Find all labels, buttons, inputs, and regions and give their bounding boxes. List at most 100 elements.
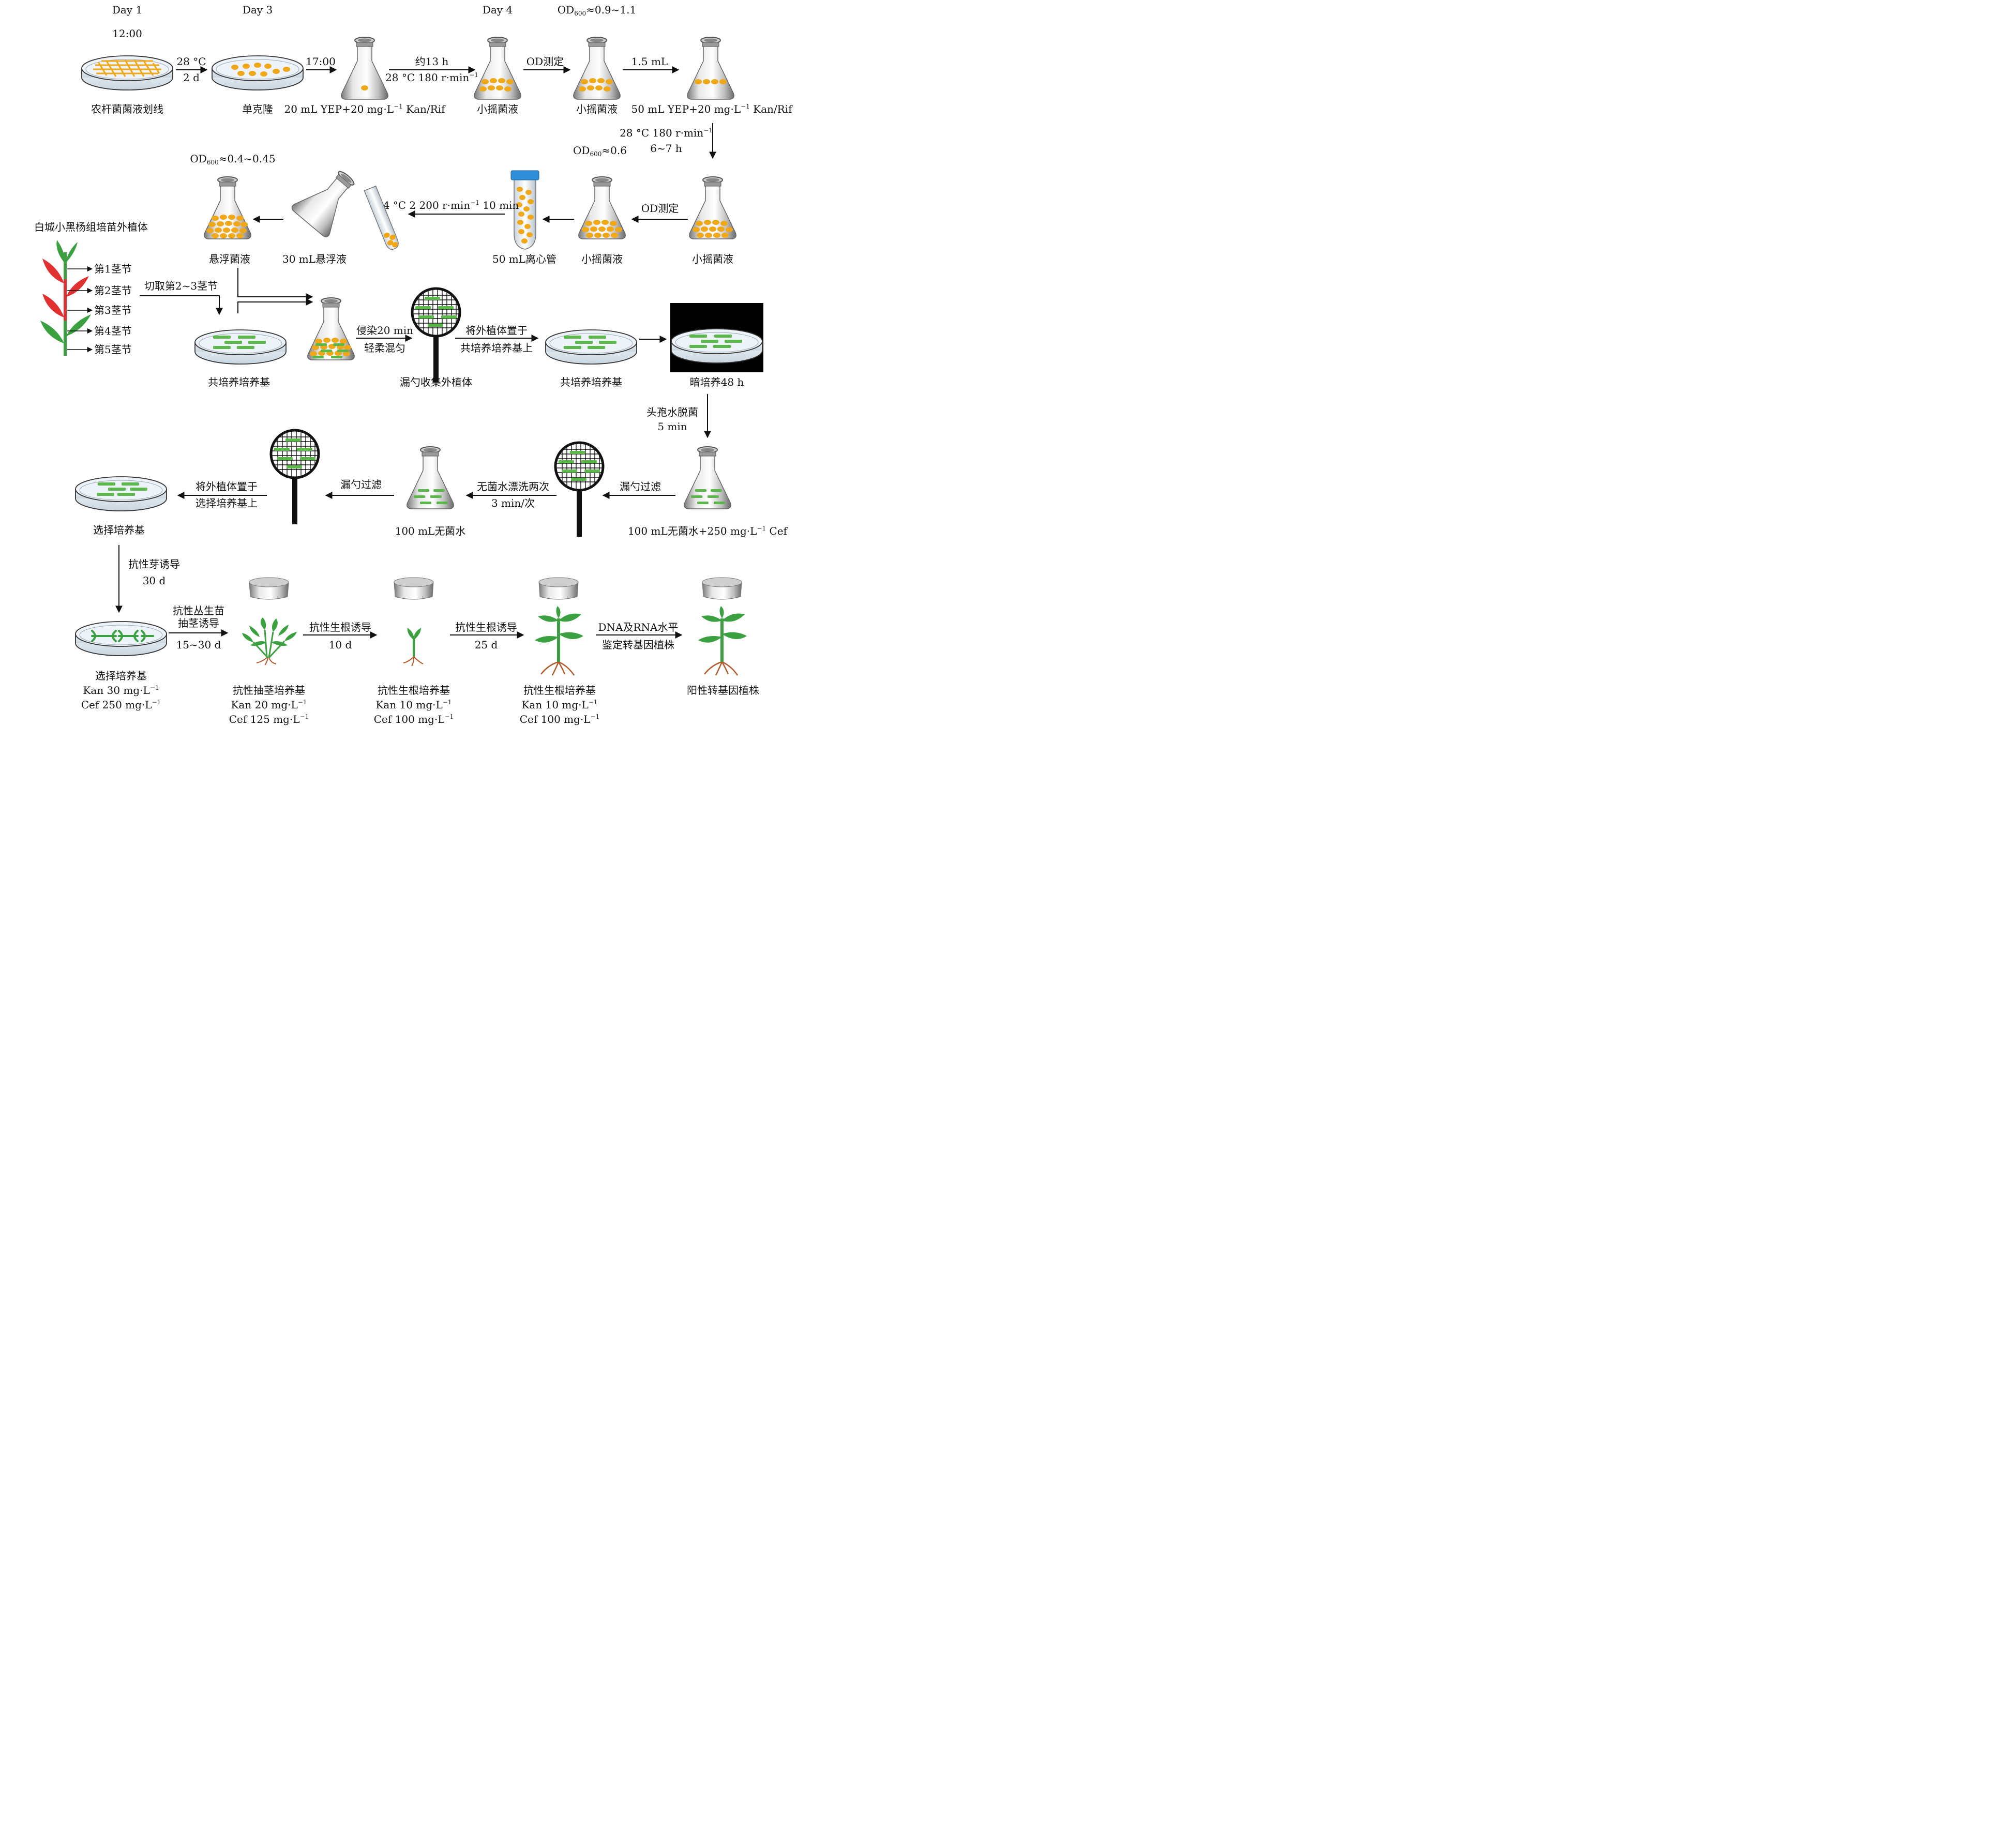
flask-infection — [307, 297, 355, 360]
small-culture-label-4: 小摇菌液 — [692, 253, 733, 265]
flask1-label: 20 mL YEP+20 mg·L−1 Kan/Rif — [284, 103, 446, 115]
spoon-filter-2 — [271, 430, 319, 524]
place-select-bottom: 选择培养基上 — [195, 497, 258, 509]
arrow1-duration: 2 d — [183, 71, 200, 84]
down-arrow-condition: 28 °C 180 r·min−1 — [620, 127, 713, 139]
root1-medium-kan: Kan 10 mg·L−1 — [375, 699, 452, 711]
single-colony-label: 单克隆 — [242, 103, 273, 115]
sel-medium-kan: Kan 30 mg·L−1 — [83, 684, 159, 697]
spoon-filter-1 — [555, 443, 603, 537]
flask4-label: 50 mL YEP+20 mg·L−1 Kan/Rif — [631, 103, 793, 115]
select-plate-2 — [75, 621, 167, 656]
od-measure-label-2: OD测定 — [641, 202, 679, 215]
plant-title: 白城小黑杨组培苗外植体 — [34, 221, 148, 233]
filter-label-2: 漏勺过滤 — [340, 478, 382, 491]
water-flask-label: 100 mL无菌水 — [395, 525, 466, 537]
stem-medium-title: 抗性抽茎培养基 — [233, 684, 305, 697]
root2-arrow-top: 抗性生根诱导 — [455, 621, 517, 633]
spoon-collect-label: 漏勺收集外植体 — [400, 376, 472, 388]
positive-plant-label: 阳性转基因植株 — [687, 684, 759, 697]
select-plate-1 — [75, 476, 167, 511]
flask-suspension — [203, 176, 252, 239]
root2-medium-title: 抗性生根培养基 — [523, 684, 596, 697]
cocult-medium-label: 共培养培养基 — [208, 376, 270, 388]
day3-label: Day 3 — [243, 4, 273, 16]
cef-flask-label: 100 mL无菌水+250 mg·L−1 Cef — [628, 525, 788, 537]
colony-plate — [212, 55, 304, 90]
infection-time: 侵染20 min — [356, 324, 413, 337]
flask-small-culture-4 — [578, 176, 626, 239]
tube-label: 50 mL离心管 — [492, 253, 556, 265]
od-left-label: OD600≈0.4~0.45 — [190, 153, 275, 166]
small-culture-label-1: 小摇菌液 — [477, 103, 518, 115]
centrifuge-condition: 4 °C 2 200 r·min−1 10 min — [383, 199, 519, 211]
root1-medium-title: 抗性生根培养基 — [378, 684, 450, 697]
cef-wash-label: 头孢水脱菌 — [646, 406, 698, 418]
pot-positive-plant — [698, 577, 747, 676]
pot-stem-medium — [242, 577, 297, 665]
transformation-workflow-diagram: Day 1 12:00 Day 3 Day 4 OD600≈0.9~1.1 农杆… — [34, 4, 793, 725]
place-select-top: 将外植体置于 — [195, 480, 258, 493]
identify-bottom: 鉴定转基因植株 — [602, 639, 674, 651]
root1-medium-cef: Cef 100 mg·L−1 — [374, 713, 454, 725]
pot-root-medium-2 — [535, 577, 583, 676]
suspension-label: 悬浮菌液 — [209, 253, 250, 265]
cut-label: 切取第2~3茎节 — [144, 280, 218, 292]
tilted-flask-resuspension — [290, 160, 367, 239]
arrow1-temp: 28 °C — [176, 55, 206, 68]
flask-yep-20ml — [340, 37, 389, 100]
stem-arrow-top: 抗性丛生苗 — [173, 604, 224, 617]
node4-label: 第4茎节 — [94, 325, 132, 337]
cocult-plate-2 — [545, 329, 637, 365]
arrow-cut-nodes — [140, 295, 223, 315]
identify-top: DNA及RNA水平 — [598, 621, 679, 633]
infection-mix: 轻柔混匀 — [364, 342, 405, 354]
flask-small-culture-3 — [688, 176, 737, 239]
filter-label-1: 漏勺过滤 — [620, 480, 661, 493]
small-culture-label-5: 小摇菌液 — [581, 253, 623, 265]
node1-label: 第1茎节 — [94, 263, 132, 275]
od-top-label: OD600≈0.9~1.1 — [558, 4, 636, 17]
root1-arrow-top: 抗性生根诱导 — [309, 621, 371, 633]
stem-medium-kan: Kan 20 mg·L−1 — [231, 699, 307, 711]
wash-duration: 3 min/次 — [491, 497, 535, 509]
streak-plate — [81, 55, 173, 90]
flask-small-culture-2 — [573, 37, 621, 100]
od-measure-label-1: OD测定 — [526, 55, 564, 68]
sel-medium-cef: Cef 250 mg·L−1 — [81, 699, 161, 711]
arrow-medium-up — [237, 298, 313, 313]
node2-label: 第2茎节 — [94, 284, 132, 297]
stem-medium-cef: Cef 125 mg·L−1 — [229, 713, 309, 725]
down-arrow-duration: 6~7 h — [650, 142, 682, 155]
dark-culture-label: 暗培养48 h — [690, 376, 744, 388]
flask-small-culture-1 — [473, 37, 522, 100]
day1-label: Day 1 — [112, 4, 142, 16]
root2-medium-kan: Kan 10 mg·L−1 — [521, 699, 597, 711]
place-cocult-top: 将外植体置于 — [465, 324, 528, 337]
node5-label: 第5茎节 — [94, 343, 132, 356]
arrow3-condition: 28 °C 180 r·min−1 — [385, 71, 478, 84]
dark-culture — [670, 303, 763, 372]
wash-label: 无菌水漂洗两次 — [477, 480, 549, 493]
flask-cef-water — [683, 446, 732, 509]
stem-arrow-bottom: 15~30 d — [176, 639, 221, 651]
root2-medium-cef: Cef 100 mg·L−1 — [520, 713, 600, 725]
small-culture-label-2: 小摇菌液 — [576, 103, 618, 115]
place-cocult-bottom: 共培养培养基上 — [460, 342, 533, 354]
select-medium-label: 选择培养基 — [93, 524, 145, 536]
day4-label: Day 4 — [483, 4, 513, 16]
time-1700: 17:00 — [306, 55, 336, 68]
node3-label: 第3茎节 — [94, 304, 132, 316]
sel-medium-title: 选择培养基 — [95, 670, 147, 682]
cocult-plate-1 — [194, 329, 287, 365]
od-right-label: OD600≈0.6 — [573, 144, 627, 158]
flask-sterile-water — [406, 446, 455, 509]
spoon-collect — [412, 289, 460, 383]
flask-yep-50ml — [686, 37, 735, 100]
transfer-volume-label: 1.5 mL — [631, 55, 668, 68]
test-tube-pellet — [364, 185, 399, 250]
arrow3-duration: 约13 h — [415, 55, 449, 68]
streak-plate-label: 农杆菌菌液划线 — [91, 103, 163, 115]
centrifuge-tube-50ml — [510, 170, 539, 250]
pot-root-medium-1 — [394, 577, 434, 667]
